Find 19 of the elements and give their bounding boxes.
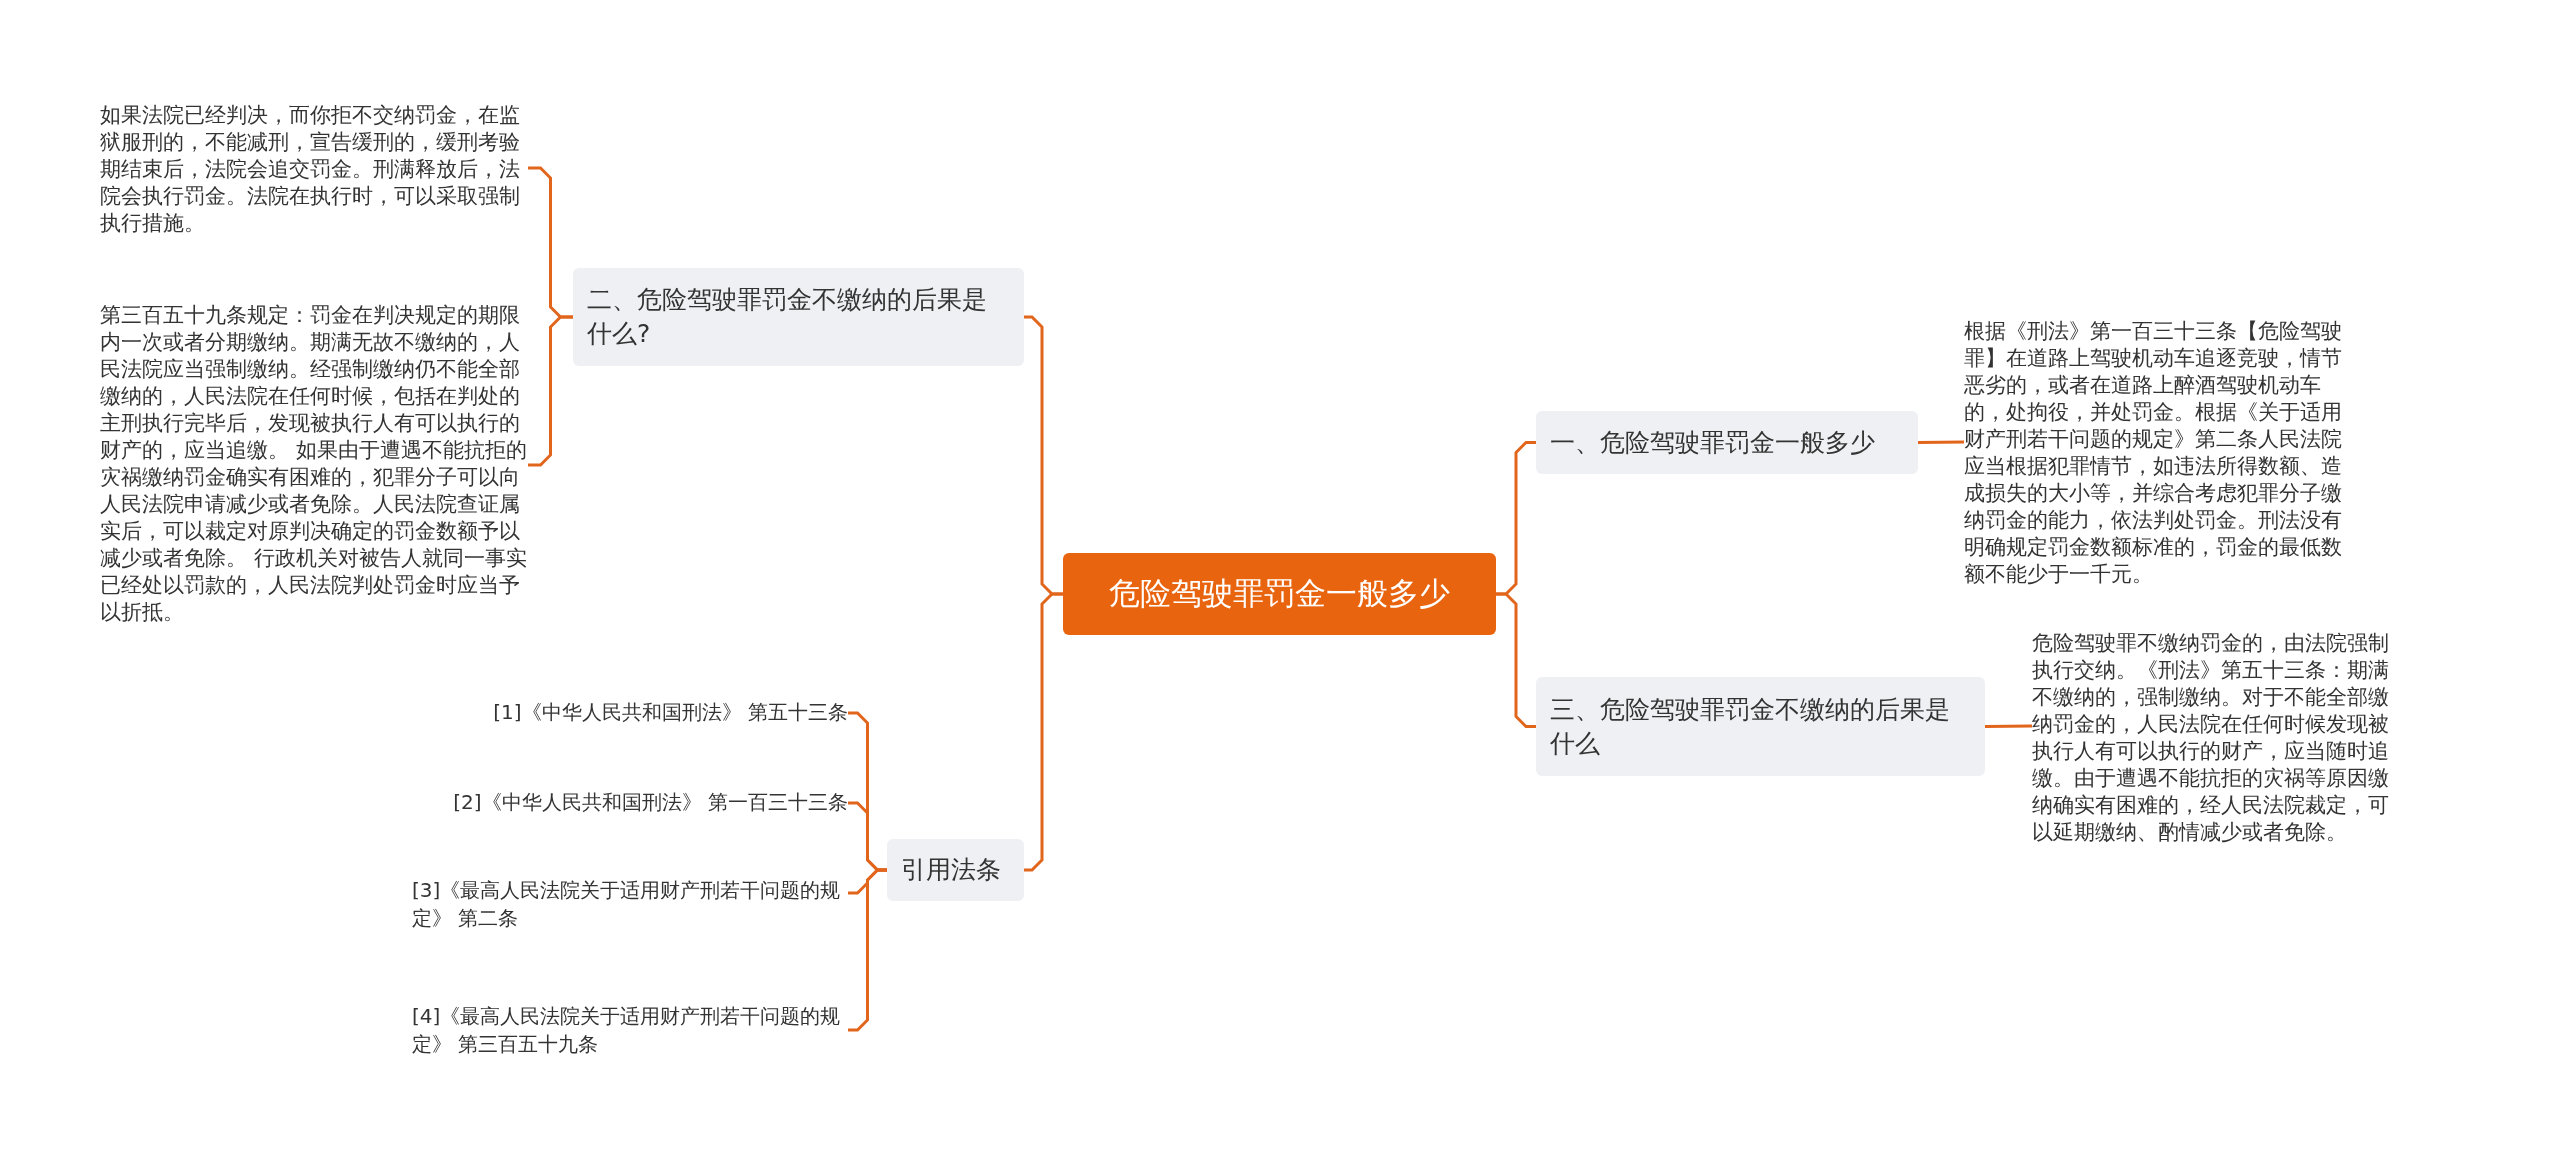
connector-line [1985, 724, 2032, 728]
connector-line [1496, 592, 1536, 728]
reference-text: [3]《最高人民法院关于适用财产刑若干问题的规定》 第二条 [412, 876, 848, 936]
connector-line [528, 315, 573, 467]
note-text: 根据《刑法》第一百三十三条【危险驾驶罪】在道路上驾驶机动车追逐竞驶，情节恶劣的，或者在道路上醉酒驾驶机动车的，处拘役，并处罚金。根据《关于适用财产刑若干问题的规定》第二条人民法院应当根据犯罪情节，如违法所得数额、造成损失的大小等，并综合考虑犯罪分子缴纳罚金的能力，依法判处罚金。刑法没有明确规定罚金数额标准的，罚金的最低数额不能少于一千元。 [1964, 318, 2354, 588]
topic-box: 一、危险驾驶罪罚金一般多少 [1536, 411, 1918, 474]
reference-text: [4]《最高人民法院关于适用财产刑若干问题的规定》 第三百五十九条 [412, 1002, 848, 1062]
connector-line [1024, 592, 1063, 872]
topic-box: 引用法条 [887, 839, 1024, 901]
note-text: 第三百五十九条规定：罚金在判决规定的期限内一次或者分期缴纳。期满无故不缴纳的，人民法院应当强制缴纳。经强制缴纳仍不能全部缴纳的，人民法院在任何时候，包括在判处的主刑执行完毕后，发现被执行人有可以执行的财产的，应当追缴。 如果由于遭遇不能抗拒的灾祸缴纳罚金确实有困难的，犯罪分子可以向人民法院申请减少或者免除。人民法院查证属实后，可以裁定对原判决确定的罚金数额予以减少或者免除。 行政机关对被告人就同一事实已经处以罚款的，人民法院判处罚金时应当予以折抵。 [100, 302, 528, 632]
note-text: 危险驾驶罪不缴纳罚金的，由法院强制执行交纳。《刑法》第五十三条：期满不缴纳的，强制缴纳。对于不能全部缴纳罚金的，人民法院在任何时候发现被执行人有可以执行的财产，应当随时追缴。由于遭遇不能抗拒的灾祸等原因缴纳确实有困难的，经人民法院裁定，可以延期缴纳、酌情减少或者免除。 [2032, 630, 2398, 846]
topic-box: 二、危险驾驶罪罚金不缴纳的后果是什么? [573, 268, 1024, 366]
reference-text: [2]《中华人民共和国刑法》 第一百三十三条 [400, 788, 848, 818]
topic-box: 三、危险驾驶罪罚金不缴纳的后果是什么 [1536, 677, 1985, 776]
central-topic: 危险驾驶罪罚金一般多少 [1063, 553, 1496, 635]
note-text: 如果法院已经判决，而你拒不交纳罚金，在监狱服刑的，不能减刑，宣告缓刑的，缓刑考验期结束后，法院会追交罚金。刑满释放后，法院会执行罚金。法院在执行时，可以采取强制执行措施。 [100, 102, 528, 242]
connector-line [1918, 440, 1964, 444]
reference-text: [1]《中华人民共和国刑法》 第五十三条 [400, 698, 848, 728]
connector-line [848, 868, 887, 1032]
